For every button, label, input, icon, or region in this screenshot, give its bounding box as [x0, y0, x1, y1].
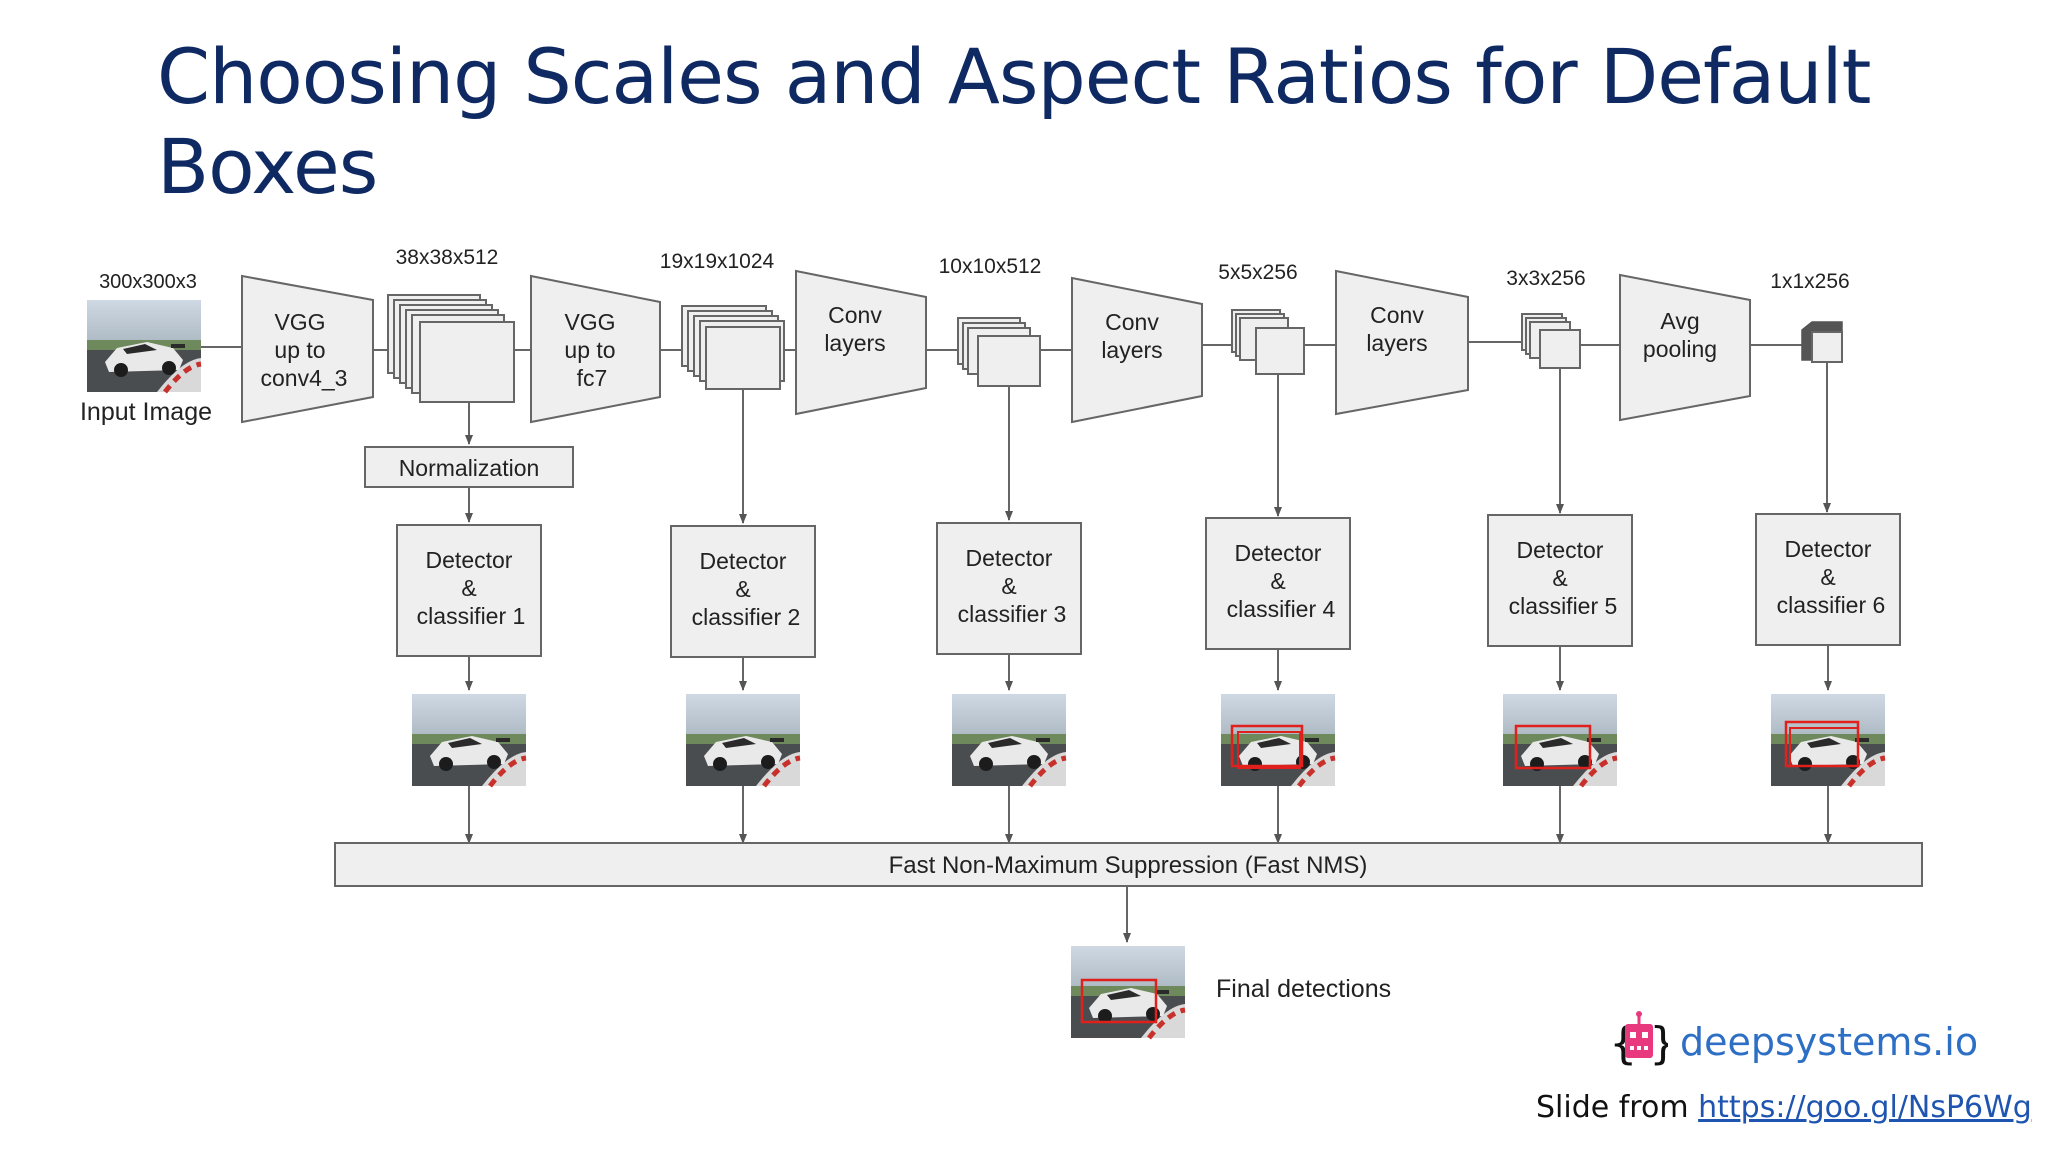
detection-thumbnail-1	[412, 694, 526, 786]
detector-label-line: &	[1820, 564, 1835, 590]
feature-map-5x5	[1231, 309, 1305, 375]
detector-label-line: classifier 6	[1777, 592, 1886, 618]
feature-size-label: 1x1x256	[1770, 270, 1849, 293]
stage-label-line: layers	[1101, 337, 1162, 363]
feature-size-label: 19x19x1024	[660, 250, 775, 273]
detection-thumbnail-5	[1503, 694, 1617, 786]
detector-label-line: Detector	[700, 548, 787, 574]
feature-map-19x19	[681, 305, 785, 390]
input-image-caption: Input Image	[80, 398, 212, 426]
robot-icon: { }	[1610, 1011, 1668, 1069]
detector-classifier-1: Detector & classifier 1	[396, 524, 542, 657]
feature-map-1x1	[1801, 321, 1843, 363]
feature-map-3x3	[1521, 313, 1581, 369]
detector-classifier-6: Detector & classifier 6	[1755, 513, 1901, 646]
detector-label-line: classifier 1	[417, 603, 526, 629]
final-detections-label: Final detections	[1216, 975, 1391, 1003]
detector-classifier-2: Detector & classifier 2	[670, 525, 816, 658]
stage-label-line: pooling	[1643, 336, 1717, 362]
stage-label-line: VGG	[274, 309, 325, 335]
detection-thumbnail-2	[686, 694, 800, 786]
detector-label-line: classifier 2	[692, 604, 801, 630]
stage-label-line: layers	[824, 330, 885, 356]
stage-avg-pooling: Avg pooling	[1619, 273, 1751, 422]
detection-thumbnail-3	[952, 694, 1066, 786]
stage-label-line: Conv	[1105, 309, 1159, 335]
input-image	[87, 300, 201, 392]
detector-label-line: &	[1270, 568, 1285, 594]
credit-prefix: Slide from	[1536, 1090, 1699, 1125]
stage-conv-layers-1: Conv layers	[795, 269, 927, 416]
stage-label-line: up to	[274, 337, 325, 363]
detector-label-line: Detector	[1785, 536, 1872, 562]
stage-label-line: VGG	[564, 309, 615, 335]
stage-conv-layers-2: Conv layers	[1071, 276, 1203, 424]
detector-classifier-4: Detector & classifier 4	[1205, 517, 1351, 650]
feature-map-10x10	[957, 317, 1041, 387]
stage-vgg-conv4_3: VGG up to conv4_3	[241, 274, 374, 424]
detection-thumbnail-4	[1221, 694, 1335, 786]
stage-vgg-fc7: VGG up to fc7	[530, 274, 661, 424]
deepsystems-logo: { } deepsystems.io	[1610, 1010, 1978, 1074]
detector-classifier-5: Detector & classifier 5	[1487, 514, 1633, 647]
detector-label-line: Detector	[1517, 537, 1604, 563]
stage-label-line: conv4_3	[261, 365, 348, 391]
normalization-label: Normalization	[399, 455, 540, 481]
detection-thumbnail-6	[1771, 694, 1885, 786]
stage-label-line: Conv	[1370, 302, 1424, 328]
nms-block: Fast Non-Maximum Suppression (Fast NMS)	[334, 842, 1923, 887]
thumb-to-nms-arrows	[465, 786, 1832, 844]
feature-map-38x38	[387, 294, 515, 403]
detector-label-line: &	[1552, 565, 1567, 591]
detector-label-line: classifier 3	[958, 601, 1067, 627]
feature-size-label: 3x3x256	[1506, 267, 1585, 290]
detector-label-line: Detector	[966, 545, 1053, 571]
final-detections-thumbnail	[1071, 946, 1185, 1038]
detector-label-line: &	[461, 575, 476, 601]
slide-title: Choosing Scales and Aspect Ratios for De…	[157, 32, 1871, 211]
detector-label-line: &	[1001, 573, 1016, 599]
feature-size-label: 10x10x512	[939, 255, 1042, 278]
svg-text:}: }	[1650, 1018, 1668, 1069]
stage-conv-layers-3: Conv layers	[1335, 269, 1469, 416]
slide-credit: Slide from https://goo.gl/NsP6Wg	[1536, 1090, 2032, 1125]
stage-label-line: layers	[1366, 330, 1427, 356]
detector-label-line: Detector	[1235, 540, 1322, 566]
feature-size-label: 5x5x256	[1218, 261, 1297, 284]
stage-label-line: Avg	[1660, 308, 1699, 334]
logo-text: deepsystems.io	[1680, 1020, 1979, 1064]
nms-label: Fast Non-Maximum Suppression (Fast NMS)	[889, 852, 1368, 879]
stage-label-line: Conv	[828, 302, 882, 328]
detector-to-thumb-arrows	[465, 645, 1832, 691]
credit-link[interactable]: https://goo.gl/NsP6Wg	[1698, 1090, 2032, 1125]
stage-label-line: fc7	[577, 365, 608, 391]
detector-label-line: classifier 5	[1509, 593, 1618, 619]
normalization-block: Normalization	[364, 446, 574, 488]
input-size-label: 300x300x3	[99, 271, 197, 293]
detector-label-line: Detector	[426, 547, 513, 573]
detector-classifier-3: Detector & classifier 3	[936, 522, 1082, 655]
detector-label-line: &	[735, 576, 750, 602]
stage-label-line: up to	[564, 337, 615, 363]
detector-label-line: classifier 4	[1227, 596, 1336, 622]
branch-arrows	[465, 362, 1831, 524]
feature-size-label: 38x38x512	[396, 246, 499, 269]
